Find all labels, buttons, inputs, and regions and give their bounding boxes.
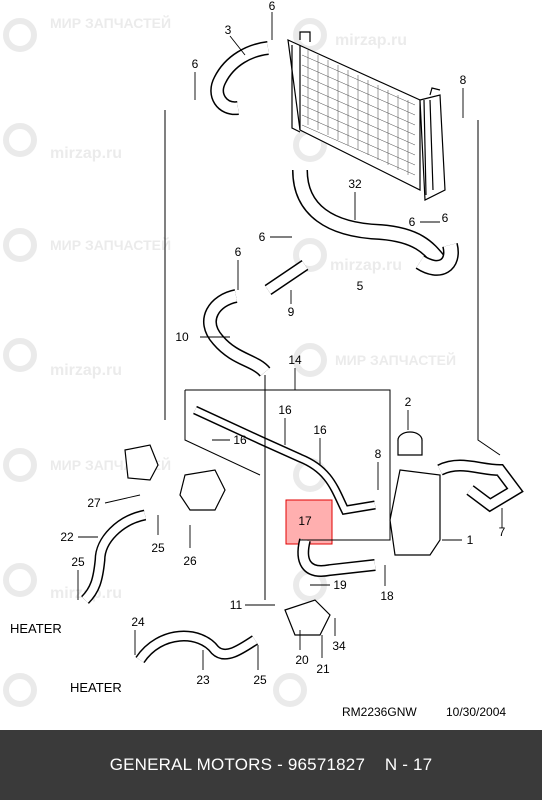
callout: 6 bbox=[269, 0, 276, 13]
callout: 1 bbox=[467, 533, 474, 547]
callout: 6 bbox=[192, 57, 199, 71]
callout: 2 bbox=[405, 395, 412, 409]
callout: 7 bbox=[499, 525, 506, 539]
hoses bbox=[80, 41, 524, 664]
watermark: МИР ЗАПЧАСТЕЙ mirzap.ru МИР ЗАПЧАСТЕЙ mi… bbox=[3, 14, 456, 707]
coolant-reservoir bbox=[389, 431, 441, 556]
callout: 21 bbox=[316, 662, 330, 676]
callout: 19 bbox=[333, 578, 347, 592]
callout-labels: 6 3 6 8 32 6 6 5 6 9 10 14 2 16 16 16 8 … bbox=[60, 0, 505, 687]
callout: 18 bbox=[380, 589, 394, 603]
callout: 3 bbox=[225, 23, 232, 37]
callout: 20 bbox=[295, 653, 309, 667]
callout: 11 bbox=[230, 598, 243, 612]
callout: 9 bbox=[288, 305, 295, 319]
callout: 25 bbox=[71, 555, 85, 569]
svg-text:МИР ЗАПЧАСТЕЙ: МИР ЗАПЧАСТЕЙ bbox=[50, 14, 171, 31]
ref-code: RM2236GNW bbox=[342, 705, 417, 719]
callout: 5 bbox=[357, 279, 364, 293]
svg-text:МИР ЗАПЧАСТЕЙ: МИР ЗАПЧАСТЕЙ bbox=[50, 236, 171, 253]
callout: 16 bbox=[278, 403, 292, 417]
callout: 23 bbox=[196, 673, 210, 687]
callout: 32 bbox=[348, 177, 362, 191]
callout: 16 bbox=[313, 423, 327, 437]
callout: 25 bbox=[253, 673, 267, 687]
callout: 27 bbox=[87, 496, 101, 510]
callout: 10 bbox=[175, 330, 189, 344]
footer-separator: - bbox=[272, 755, 288, 774]
footer-bar: GENERAL MOTORS - 96571827 N - 17 bbox=[0, 730, 542, 800]
svg-text:mirzap.ru: mirzap.ru bbox=[330, 257, 402, 274]
footer-ref: N - 17 bbox=[384, 755, 433, 774]
svg-text:mirzap.ru: mirzap.ru bbox=[335, 32, 407, 49]
callout: 25 bbox=[151, 541, 165, 555]
callout-highlighted: 17 bbox=[298, 514, 312, 528]
leader-lines bbox=[77, 12, 503, 670]
callout: 26 bbox=[183, 554, 197, 568]
parts-diagram: МИР ЗАПЧАСТЕЙ mirzap.ru МИР ЗАПЧАСТЕЙ mi… bbox=[3, 0, 524, 719]
footer-part-number: 96571827 bbox=[287, 755, 366, 774]
callout: 16 bbox=[233, 433, 247, 447]
callout: 22 bbox=[60, 530, 74, 544]
svg-text:МИР ЗАПЧАСТЕЙ: МИР ЗАПЧАСТЕЙ bbox=[335, 351, 456, 368]
thermostat-housing bbox=[124, 444, 331, 636]
heater-labels: HEATER HEATER bbox=[10, 621, 122, 695]
callout: 8 bbox=[460, 73, 467, 87]
callout: 6 bbox=[259, 230, 266, 244]
svg-text:mirzap.ru: mirzap.ru bbox=[50, 145, 122, 162]
callout: 8 bbox=[375, 447, 382, 461]
callout: 6 bbox=[442, 211, 449, 225]
reference-info: RM2236GNW 10/30/2004 bbox=[342, 705, 506, 719]
callout: 24 bbox=[131, 615, 145, 629]
callout: 14 bbox=[288, 353, 302, 367]
callout: 6 bbox=[409, 215, 416, 229]
heater-label: HEATER bbox=[70, 680, 122, 695]
callout: 34 bbox=[332, 639, 346, 653]
footer-gap bbox=[365, 755, 385, 775]
radiator bbox=[287, 31, 446, 201]
heater-label: HEATER bbox=[10, 621, 62, 636]
ref-date: 10/30/2004 bbox=[446, 705, 506, 719]
callout: 6 bbox=[235, 245, 242, 259]
footer-brand: GENERAL MOTORS bbox=[109, 755, 273, 774]
svg-text:mirzap.ru: mirzap.ru bbox=[50, 362, 122, 379]
